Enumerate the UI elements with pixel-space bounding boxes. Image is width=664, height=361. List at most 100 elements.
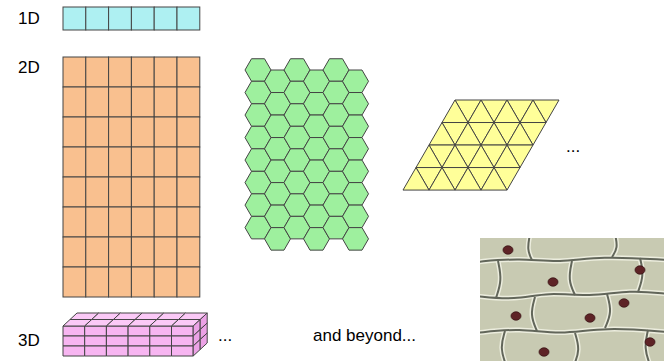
square-cell [86, 177, 109, 207]
square-cell [131, 87, 154, 117]
square-cell [86, 237, 109, 267]
square-cell [109, 267, 132, 297]
cell-nucleus [511, 312, 521, 320]
square-cell [177, 267, 200, 297]
square-cell [109, 147, 132, 177]
cube-front-cell [128, 326, 150, 336]
cube-front-cell [106, 346, 128, 356]
square-cell [154, 177, 177, 207]
hex-cell [343, 160, 369, 183]
square-cell [177, 57, 200, 87]
cell-wall [480, 292, 664, 298]
square-cell [63, 57, 86, 87]
ellipsis-label: ... [566, 137, 580, 157]
triangle-cell [429, 123, 455, 146]
cube-front-cell [85, 346, 107, 356]
square-cell [154, 237, 177, 267]
cube-front-cell [63, 326, 85, 336]
triangular-lattice [403, 100, 559, 190]
cube-side-cell [200, 333, 207, 350]
triangle-cell [442, 145, 468, 168]
triangle-cell [507, 123, 533, 146]
cell-nucleus [539, 348, 549, 356]
square-cell [154, 87, 177, 117]
cell-wall-shadow [480, 329, 664, 333]
chain-cell [86, 7, 109, 30]
cell-nucleus [645, 338, 655, 346]
square-cell [109, 57, 132, 87]
cube-front-cell [128, 336, 150, 346]
cell-wall-shadow [605, 294, 610, 328]
cell-wall-shadow [570, 261, 575, 295]
hex-cell [343, 183, 369, 206]
triangle-cell [455, 168, 481, 191]
cell-wall [532, 297, 537, 331]
cell-wall [612, 238, 617, 257]
chain-cell [131, 7, 154, 30]
cell-nucleus [503, 246, 513, 254]
triangle-cell [481, 168, 507, 191]
cell-wall-shadow [574, 333, 578, 361]
hex-cell [343, 205, 369, 228]
square-cell [86, 147, 109, 177]
square-cell [63, 207, 86, 237]
square-cell [131, 57, 154, 87]
square-cell [177, 147, 200, 177]
chain-cell [177, 7, 200, 30]
square-cell [86, 117, 109, 147]
square-cell [131, 237, 154, 267]
cell-wall-shadow [502, 331, 506, 361]
square-cell [109, 117, 132, 147]
dimension-label: 3D [18, 331, 40, 351]
square-cell [109, 207, 132, 237]
square-cell [86, 57, 109, 87]
hex-cell [343, 115, 369, 138]
triangle-cell [442, 100, 468, 123]
square-cell [109, 177, 132, 207]
triangle-cell [468, 145, 494, 168]
cell-wall-shadow [638, 258, 642, 292]
square-cell [86, 267, 109, 297]
square-cell [154, 207, 177, 237]
square-cell [63, 177, 86, 207]
hex-cell [343, 70, 369, 93]
hex-cell [343, 228, 369, 251]
cell-wall [496, 261, 500, 298]
cell-wall-shadow [528, 238, 532, 260]
cube-front-cell [172, 346, 194, 356]
square-cell [154, 147, 177, 177]
hex-cell [343, 138, 369, 161]
square-cell [63, 267, 86, 297]
triangle-cell [468, 100, 494, 123]
cell-wall-shadow [496, 261, 500, 298]
chain-cell [109, 7, 132, 30]
square-cell [131, 207, 154, 237]
triangle-cell [429, 168, 455, 191]
cell-photo [480, 238, 664, 361]
square-cell [154, 117, 177, 147]
cube-front-cell [150, 326, 172, 336]
square-cell [86, 87, 109, 117]
square-cell [177, 117, 200, 147]
cell-wall-shadow [612, 238, 617, 257]
square-cell [131, 267, 154, 297]
square-cell [131, 177, 154, 207]
cell-wall [605, 294, 610, 328]
square-cell [177, 177, 200, 207]
triangle-cell [520, 100, 546, 123]
square-lattice [63, 57, 200, 297]
cube-front-cell [150, 336, 172, 346]
dimension-label: 2D [18, 58, 40, 78]
cube-front-cell [150, 346, 172, 356]
dimension-label: and beyond... [313, 326, 416, 346]
cell-nucleus [619, 299, 629, 307]
square-cell [109, 237, 132, 267]
square-cell [109, 87, 132, 117]
dimension-label: 1D [18, 9, 40, 29]
cell-wall [638, 258, 642, 292]
cube-front-cell [85, 336, 107, 346]
square-cell [177, 207, 200, 237]
chain-cell [154, 7, 177, 30]
cube-front-cell [63, 346, 85, 356]
